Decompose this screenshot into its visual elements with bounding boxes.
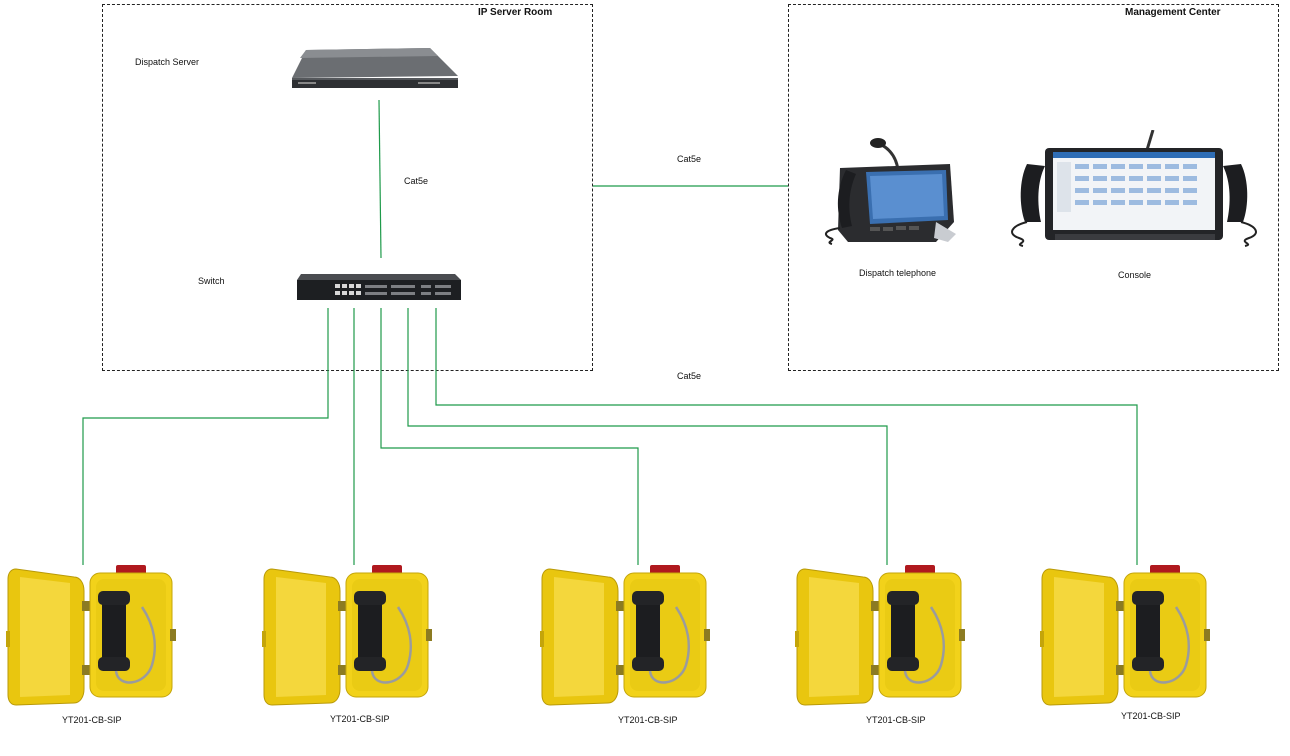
sip-phone-3-label: YT201-CB-SIP bbox=[618, 715, 678, 725]
console-icon bbox=[1011, 130, 1257, 247]
phone-4-cable bbox=[407, 308, 888, 565]
ip-server-room-zone bbox=[102, 4, 593, 371]
sip-phone-5-label: YT201-CB-SIP bbox=[1121, 711, 1181, 721]
sip-phone-3-icon bbox=[540, 565, 712, 707]
switch-icon bbox=[297, 274, 461, 300]
dispatch-server-icon bbox=[292, 48, 458, 88]
server-switch-cable bbox=[378, 99, 382, 259]
dispatch-server-label: Dispatch Server bbox=[135, 57, 200, 67]
dispatch-telephone-label: Dispatch telephone bbox=[859, 268, 937, 278]
management-center-zone bbox=[788, 4, 1279, 371]
phone-5-cable bbox=[435, 308, 1138, 565]
sip-phone-2-icon bbox=[262, 565, 434, 707]
sip-phone-1-icon bbox=[6, 565, 178, 707]
console-label: Console bbox=[1118, 270, 1152, 280]
server-switch-cable-label: Cat5e bbox=[404, 176, 429, 186]
sip-phone-2-label: YT201-CB-SIP bbox=[330, 714, 390, 724]
sip-phone-5-icon bbox=[1040, 565, 1212, 707]
switch-phones-cable-label: Cat5e bbox=[677, 371, 702, 381]
phone-1-cable bbox=[82, 308, 329, 565]
sip-phone-1-label: YT201-CB-SIP bbox=[62, 715, 122, 725]
sip-phone-4-icon bbox=[795, 565, 967, 707]
switch-label: Switch bbox=[198, 276, 225, 286]
room-center-cable-label: Cat5e bbox=[677, 154, 702, 164]
sip-phone-4-label: YT201-CB-SIP bbox=[866, 715, 926, 725]
management-center-title: Management Center bbox=[1125, 7, 1221, 18]
ip-server-room-title: IP Server Room bbox=[478, 7, 553, 18]
dispatch-telephone-icon bbox=[824, 138, 956, 245]
phone-3-cable bbox=[380, 308, 639, 565]
